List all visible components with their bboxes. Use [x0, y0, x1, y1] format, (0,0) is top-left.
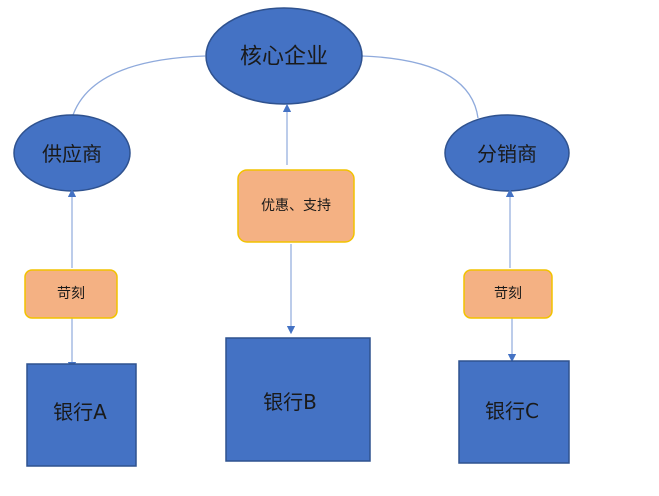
edge-label-right-box [463, 269, 553, 319]
bank-a-node [26, 363, 137, 467]
edge-label-center: 优惠、支持 [261, 198, 331, 214]
core-enterprise-label: 核心企业 [240, 45, 328, 70]
edge-label-center-box [237, 169, 355, 243]
bank-b-node [225, 337, 371, 462]
edge-label-left-box [24, 269, 118, 319]
edge-label-right: 苛刻 [494, 285, 522, 302]
edge-label-left: 苛刻 [57, 285, 85, 302]
bank-c-label: 银行C [485, 399, 539, 423]
distributor-label: 分销商 [477, 142, 537, 166]
bank-b-label: 银行B [263, 390, 317, 414]
connector-core-supplier [71, 55, 206, 119]
bank-c-node [458, 360, 570, 464]
supplier-label: 供应商 [42, 142, 102, 166]
bank-a-label: 银行A [53, 400, 107, 424]
connector-core-distributor [361, 55, 479, 119]
